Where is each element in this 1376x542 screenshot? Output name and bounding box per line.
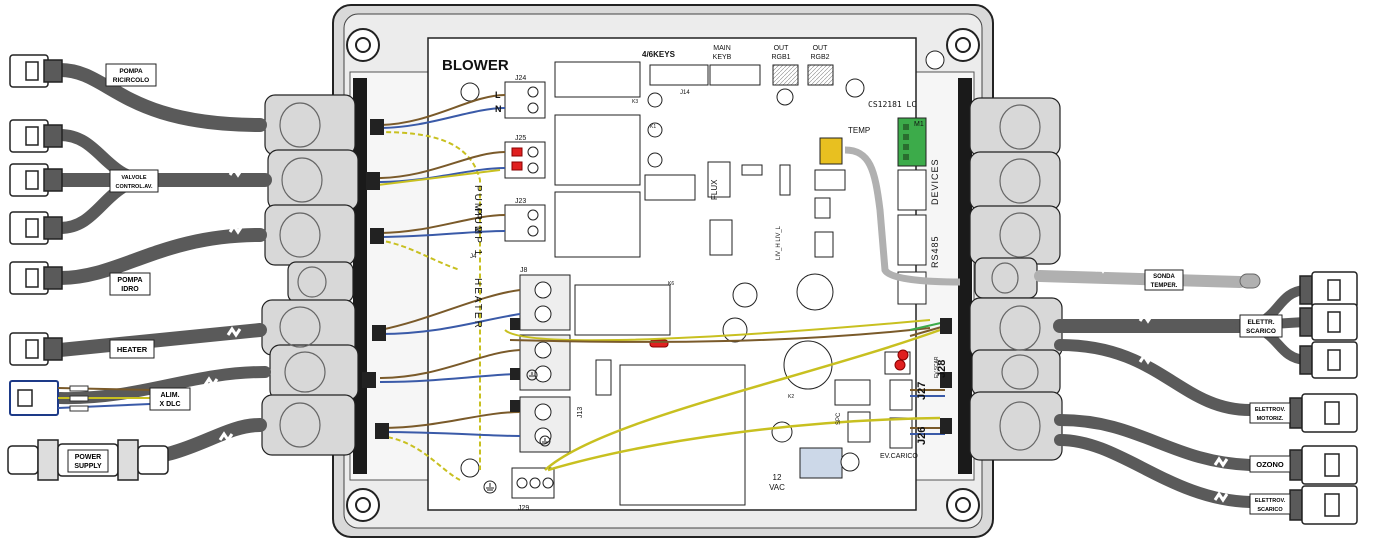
label-pompa-idro: POMPA IDRO xyxy=(109,272,151,296)
flux-label: FLUX xyxy=(710,179,719,200)
label-text: POMPA xyxy=(119,68,143,75)
label-text: RICIRCOLO xyxy=(113,77,149,84)
left-cable-break-marks xyxy=(203,106,248,443)
l-label: L xyxy=(495,90,501,100)
label-pompa-ricircolo: POMPA RICIRCOLO xyxy=(105,63,157,87)
main-keyb-label: MAIN xyxy=(713,45,731,52)
label-text: SCARICO xyxy=(1246,328,1276,335)
j4-label: J4 xyxy=(470,254,477,260)
label-power-supply: POWER SUPPLY xyxy=(67,449,109,473)
label-text: POWER xyxy=(75,454,101,461)
right-cable-break-marks xyxy=(1093,262,1229,503)
label-text: OZONO xyxy=(1256,460,1284,469)
label-text: SONDA xyxy=(1153,274,1175,280)
m1-label: M1 xyxy=(914,121,924,128)
label-text: ELETTROV. xyxy=(1255,407,1286,413)
j24-label: J24 xyxy=(515,75,526,82)
j14-label: J14 xyxy=(680,90,690,96)
n-label: N xyxy=(495,104,502,114)
label-text: TEMPER. xyxy=(1151,283,1178,289)
main-keyb-label: KEYB xyxy=(713,54,732,61)
spc-label: SPC xyxy=(836,412,842,425)
label-valvole-controlav: VALVOLE CONTROL.AV. xyxy=(109,169,159,193)
temp-label: TEMP xyxy=(848,126,870,135)
pcb-components xyxy=(460,50,945,506)
out-rgb1-label: OUT xyxy=(774,45,790,52)
right-cable-labels: SONDA TEMPER. ELETTR. SCARICO ELETTROV. … xyxy=(1144,269,1291,515)
left-plugs xyxy=(9,54,63,416)
out-rgb2-label: OUT xyxy=(813,45,829,52)
k3-label: K3 xyxy=(632,99,638,105)
out-rgb1-label: RGB1 xyxy=(771,54,790,61)
j28-label: J28 xyxy=(936,360,948,378)
label-heater: HEATER xyxy=(109,339,155,359)
k6-label: K6 xyxy=(668,281,674,287)
board-code: CS12181 LC xyxy=(868,100,916,109)
j26-label: J26 xyxy=(916,427,928,445)
heater-board-label: HEATER xyxy=(472,278,483,330)
j27-label: J27 xyxy=(916,382,928,400)
label-text: ELETTR. xyxy=(1247,319,1274,326)
k1-label: K1 xyxy=(650,124,656,130)
terminal-pins xyxy=(903,124,909,160)
j29-label: J29 xyxy=(518,505,529,512)
pcb-text: BLOWER CS12181 LC TEMP 4/6KEYS MAIN KEYB… xyxy=(442,45,948,512)
label-text: MOTORIZ. xyxy=(1257,416,1284,422)
ev-carico-label: EV.CARICO xyxy=(880,453,918,460)
left-cable-labels: POMPA RICIRCOLO VALVOLE CONTROL.AV. POMP… xyxy=(67,63,191,473)
out-rgb2-label: RGB2 xyxy=(810,54,829,61)
label-elettr-scarico: ELETTR. SCARICO xyxy=(1239,314,1283,338)
board-title: BLOWER xyxy=(442,57,509,74)
pump1-label: PUMP 1 xyxy=(472,208,483,257)
vac-label: 12 xyxy=(773,473,782,482)
alim-dlc-wires xyxy=(57,385,151,412)
vac-label: VAC xyxy=(769,483,785,492)
pump2-label: PUMP 2 xyxy=(472,185,483,234)
j25-label: J25 xyxy=(515,135,526,142)
devices-label: DEVICES xyxy=(930,158,940,205)
label-sonda-temper: SONDA TEMPER. xyxy=(1144,269,1184,291)
label-elettrov-motoriz: ELETTROV. MOTORIZ. xyxy=(1249,402,1291,424)
label-elettrov-carico: ELETTROV. SCARICO xyxy=(1249,493,1291,515)
keys-label: 4/6KEYS xyxy=(642,50,676,59)
left-cable-glands xyxy=(261,94,359,456)
right-plugs xyxy=(1289,271,1358,525)
label-text: ELETTROV. xyxy=(1255,498,1286,504)
cable-entry-blocks xyxy=(362,119,952,439)
k2-label: K2 xyxy=(788,394,794,400)
label-text: IDRO xyxy=(121,286,139,293)
label-text: X DLC xyxy=(160,401,181,408)
label-text: ALIM. xyxy=(160,392,179,399)
label-text: SUPPLY xyxy=(74,463,102,470)
label-alim-dlc: ALIM. X DLC xyxy=(149,387,191,411)
label-ozono: OZONO xyxy=(1249,455,1291,473)
ev-scar-label: EV.SCAR xyxy=(934,356,940,378)
label-text: SCARICO xyxy=(1257,507,1283,513)
label-text: CONTROL.AV. xyxy=(116,184,153,190)
internal-wires xyxy=(377,94,961,481)
label-text: VALVOLE xyxy=(121,175,146,181)
corner-screw-icons xyxy=(346,28,980,522)
liv-label: LIV_H LIV_L xyxy=(776,225,782,260)
label-text: HEATER xyxy=(117,345,148,354)
j23-label: J23 xyxy=(515,198,526,205)
j8-label: J8 xyxy=(520,267,528,274)
rs485-label: RS485 xyxy=(930,235,940,268)
label-text: POMPA xyxy=(117,277,142,284)
ground-icon xyxy=(483,369,551,494)
j13-label: J13 xyxy=(577,407,584,418)
